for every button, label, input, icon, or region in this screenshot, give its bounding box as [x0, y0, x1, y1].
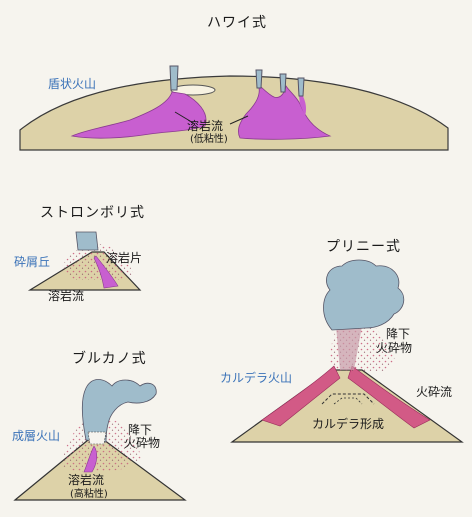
lava-fountain-1	[169, 65, 179, 91]
plinian-conduit	[336, 326, 362, 370]
plinian-eruption-column	[323, 259, 405, 331]
lava-flow-left	[70, 91, 207, 139]
vulcanian-eruption-plume	[81, 379, 157, 443]
hawaiian-lava-note: (低粘性)	[190, 134, 228, 145]
vulcanian-fall-label-2: 火砕物	[124, 436, 161, 450]
pyroclastic-flow-deposit-right	[347, 365, 431, 429]
hawaiian-shield-volcano	[19, 65, 449, 151]
shield-volcano-label: 盾状火山	[48, 77, 97, 91]
vulcanian-lava-dome	[83, 445, 98, 473]
plinian-fall-label-1: 降下	[386, 327, 411, 341]
pyroclastic-flow-label: 火砕流	[416, 385, 453, 399]
strombolian-lava-label: 溶岩流	[48, 289, 85, 303]
stratovolcano-label: 成層火山	[12, 429, 61, 443]
plinian-title: プリニー式	[326, 239, 401, 255]
caldera-formation-label: カルデラ形成	[312, 417, 385, 431]
caldera-collapse-inner	[333, 397, 363, 405]
pyroclastic-flow-deposit	[261, 365, 341, 427]
vulcanian-stratovolcano	[13, 379, 187, 501]
strombolian-lava-flow	[93, 255, 119, 289]
caldera-collapse-outline	[321, 393, 375, 405]
strombolian-fragment-label: 溶岩片	[106, 251, 143, 265]
strombolian-eruption-column	[75, 231, 99, 251]
lava-fountain-4	[297, 77, 305, 97]
hawaiian-lava-label: 溶岩流	[187, 119, 224, 133]
hawaiian-title: ハワイ式	[207, 15, 267, 31]
strombolian-title: ストロンボリ式	[40, 205, 145, 221]
strombolian-cinder-cone	[27, 231, 142, 291]
plinian-fall-label-2: 火砕物	[376, 341, 413, 355]
vulcanian-title: ブルカノ式	[72, 351, 147, 367]
lava-pointer-right	[229, 115, 249, 125]
lava-pointer-left	[174, 111, 196, 125]
vent-blocks	[87, 431, 107, 445]
vulcanian-lava-label: 溶岩流	[68, 473, 105, 487]
lava-flow-right	[238, 83, 332, 140]
caldera-volcano-label: カルデラ火山	[220, 371, 293, 385]
plinian-caldera-volcano	[230, 259, 464, 443]
vulcanian-lava-note: (高粘性)	[70, 489, 108, 500]
cinder-cone-label: 砕屑丘	[14, 255, 51, 269]
vulcanian-fall-label-1: 降下	[128, 423, 153, 437]
lava-fountain-3	[279, 73, 287, 93]
lava-fountain-2	[255, 69, 263, 89]
